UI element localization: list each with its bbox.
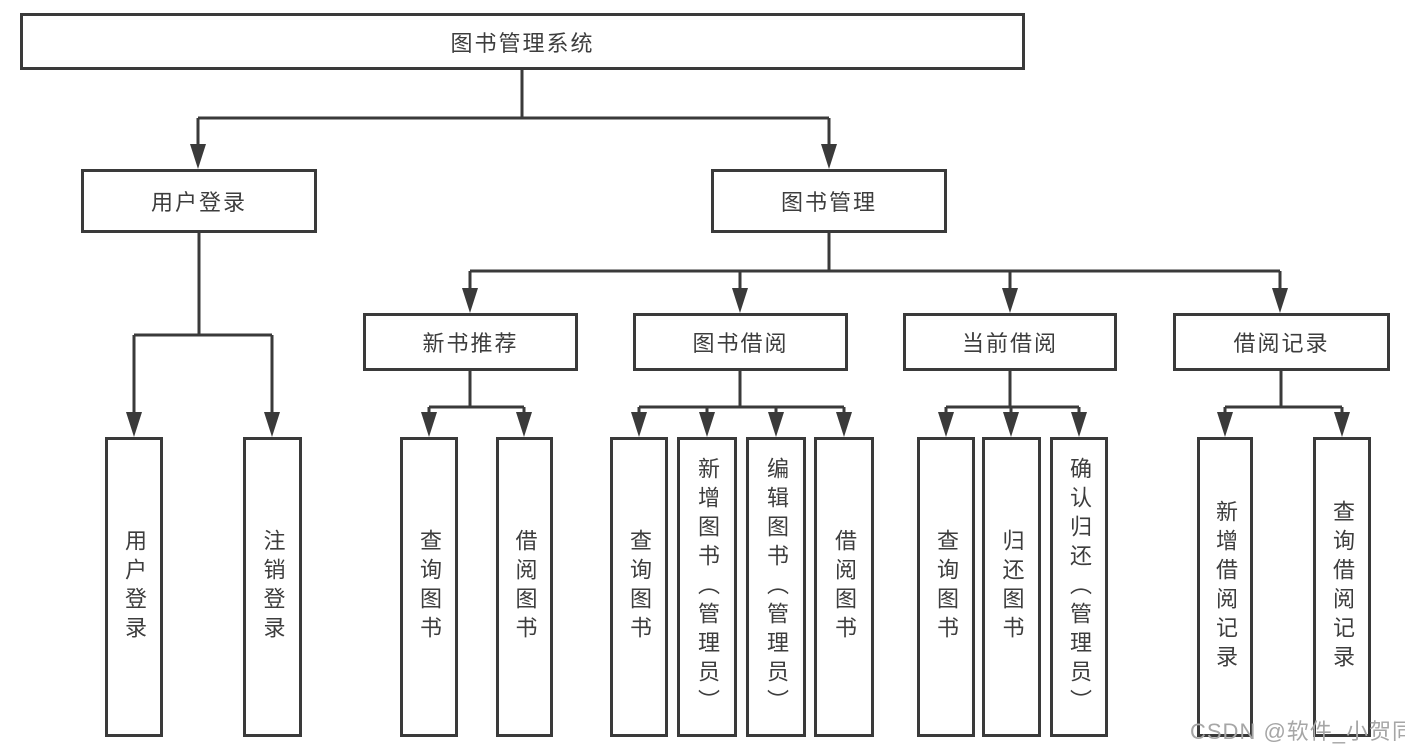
node-book-management: 图书管理 bbox=[711, 169, 947, 233]
leaf-cb-query-books: 查询图书 bbox=[917, 437, 975, 737]
leaf-br-query-record: 查询借阅记录 bbox=[1313, 437, 1371, 737]
node-user-login: 用户登录 bbox=[81, 169, 317, 233]
leaf-bb-edit-books-admin: 编辑图书（管理员） bbox=[746, 437, 806, 737]
leaf-user-login: 用户登录 bbox=[105, 437, 163, 737]
leaf-br-add-record: 新增借阅记录 bbox=[1197, 437, 1253, 737]
leaf-logout: 注销登录 bbox=[243, 437, 302, 737]
node-book-borrowing: 图书借阅 bbox=[633, 313, 848, 371]
leaf-bb-query-books: 查询图书 bbox=[610, 437, 668, 737]
node-borrowing-records: 借阅记录 bbox=[1173, 313, 1390, 371]
leaf-bb-borrow-books: 借阅图书 bbox=[814, 437, 874, 737]
leaf-cb-confirm-return-admin: 确认归还（管理员） bbox=[1050, 437, 1108, 737]
node-new-book-recommendation: 新书推荐 bbox=[363, 313, 578, 371]
leaf-cb-return-books: 归还图书 bbox=[982, 437, 1041, 737]
node-current-borrowing: 当前借阅 bbox=[903, 313, 1117, 371]
csdn-watermark: CSDN @软件_小贺同学 bbox=[1190, 719, 1405, 744]
leaf-nb-query-books: 查询图书 bbox=[400, 437, 458, 737]
leaf-nb-borrow-books: 借阅图书 bbox=[496, 437, 553, 737]
node-library-management-system: 图书管理系统 bbox=[20, 13, 1025, 70]
leaf-bb-add-books-admin: 新增图书（管理员） bbox=[677, 437, 737, 737]
